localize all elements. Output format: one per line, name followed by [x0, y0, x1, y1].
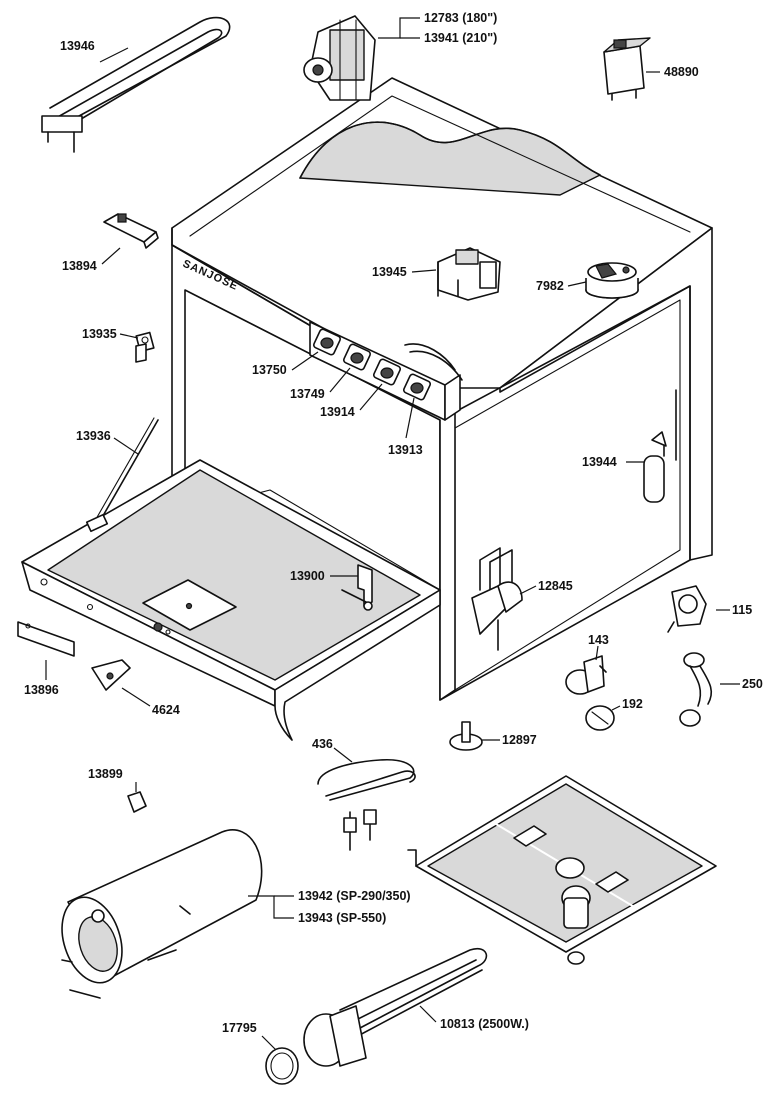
clip-13935 [135, 331, 155, 363]
valve-12845 [471, 547, 523, 651]
water-tank-13942-13943 [61, 829, 263, 999]
label-13941: 13941 (210") [424, 31, 497, 45]
label-436: 436 [312, 737, 333, 751]
door-bracket-13900 [341, 564, 373, 611]
control-panel [309, 321, 463, 421]
label-13749: 13749 [290, 387, 325, 401]
label-143: 143 [588, 633, 609, 647]
knob-192 [585, 705, 615, 731]
contactor-13945 [437, 247, 501, 301]
heating-element-436 [317, 759, 416, 851]
door-spring-13936 [85, 417, 159, 533]
solenoid-valve-115 [667, 585, 707, 633]
label-13913: 13913 [388, 443, 423, 457]
label-13935: 13935 [82, 327, 117, 341]
label-7982: 7982 [536, 279, 564, 293]
drain-rack [407, 775, 717, 965]
part-labels: 13946 12783 (180") 13941 (210") 48890 13… [24, 11, 763, 1035]
label-250: 250 [742, 677, 763, 691]
label-13945: 13945 [372, 265, 407, 279]
label-10813: 10813 (2500W.) [440, 1017, 529, 1031]
label-13944: 13944 [582, 455, 617, 469]
capacitor-13944 [643, 389, 677, 503]
foot-12897 [449, 721, 483, 751]
heating-element-10813 [303, 947, 488, 1067]
label-115: 115 [732, 603, 752, 617]
cabinet-top-panel [171, 77, 713, 389]
label-13946: 13946 [60, 39, 95, 53]
label-13900: 13900 [290, 569, 325, 583]
label-17795: 17795 [222, 1021, 257, 1035]
door-assembly [21, 459, 441, 741]
label-12783: 12783 (180") [424, 11, 497, 25]
label-12897: 12897 [502, 733, 537, 747]
leader-lines [45, 17, 740, 1051]
timer-motor-12783-13941 [303, 15, 376, 101]
label-13942: 13942 (SP-290/350) [298, 889, 411, 903]
label-13914: 13914 [320, 405, 355, 419]
label-4624: 4624 [152, 703, 180, 717]
label-13750: 13750 [252, 363, 287, 377]
hose-250 [679, 652, 713, 727]
label-13896: 13896 [24, 683, 59, 697]
label-13936: 13936 [76, 429, 111, 443]
label-48890: 48890 [664, 65, 699, 79]
terminal-13899 [127, 791, 147, 813]
strip-13896 [17, 621, 75, 657]
label-12845: 12845 [538, 579, 573, 593]
thermostat-7982 [585, 262, 639, 299]
gasket-17795 [265, 1047, 299, 1085]
label-13894: 13894 [62, 259, 97, 273]
label-192: 192 [622, 697, 643, 711]
switch-143 [565, 655, 607, 695]
label-13943: 13943 (SP-550) [298, 911, 386, 925]
switch-13894 [103, 213, 159, 249]
relay-48890 [603, 37, 651, 101]
bracket-4624 [91, 659, 131, 691]
heating-element-13946 [41, 16, 231, 153]
label-13899: 13899 [88, 767, 123, 781]
